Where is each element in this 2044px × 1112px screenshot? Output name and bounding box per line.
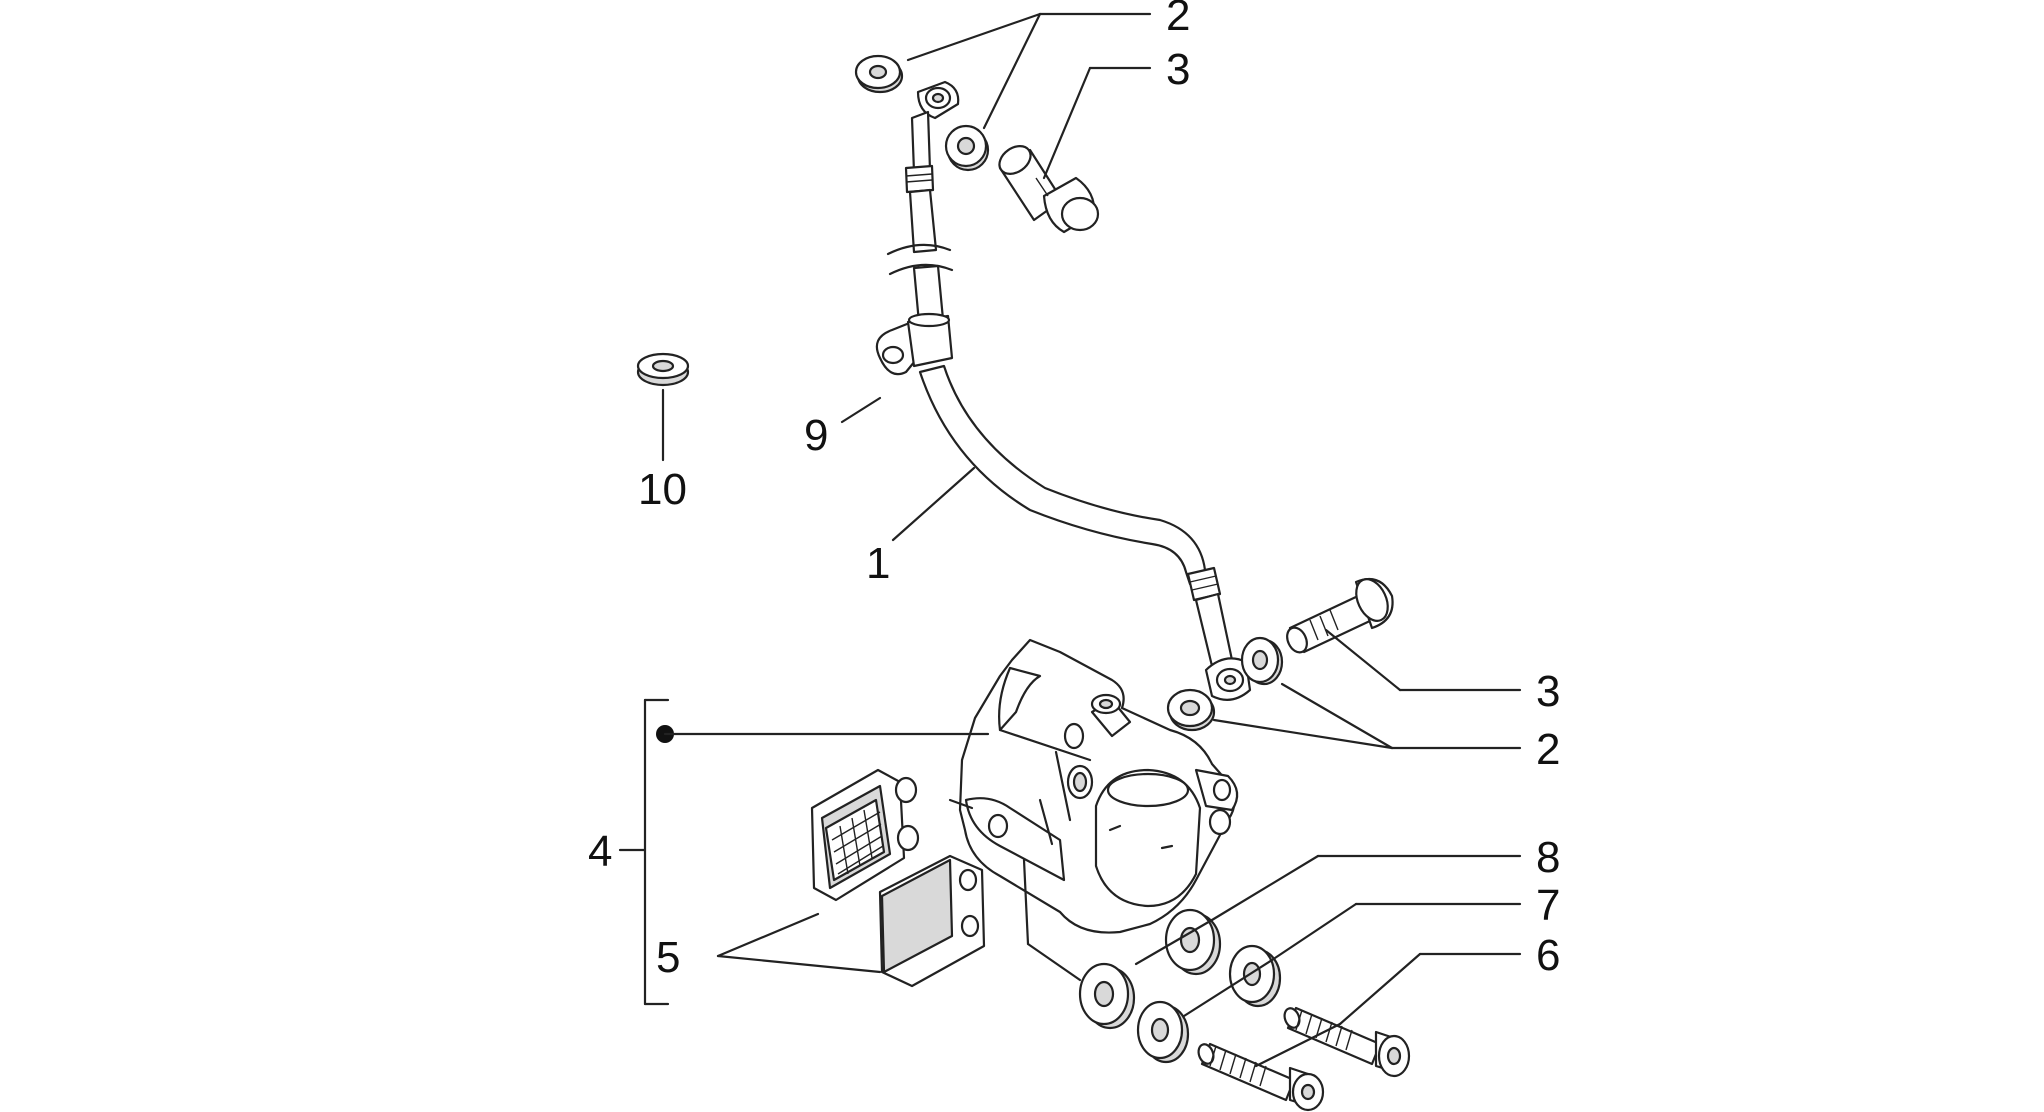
part-5-brake-pad-upper bbox=[810, 768, 920, 902]
part-1-brake-hose bbox=[886, 80, 1252, 701]
part-2-washer-top-left bbox=[854, 54, 904, 94]
part-3-banjo-bolt-top bbox=[998, 145, 1100, 234]
part-2-washer-right-lower bbox=[1166, 688, 1216, 732]
part-3-banjo-bolt-right bbox=[1286, 578, 1394, 654]
callout-3-top: 3 bbox=[1166, 45, 1190, 94]
part-8-washer-lower bbox=[1078, 962, 1136, 1030]
callout-labels: 2 3 9 10 1 3 2 4 5 8 7 6 bbox=[588, 0, 1560, 982]
leader-lines bbox=[618, 12, 1522, 1068]
part-5-brake-pad-lower bbox=[878, 854, 986, 988]
callout-5: 5 bbox=[656, 933, 680, 982]
part-2-washer-right-upper bbox=[1240, 636, 1284, 686]
callout-10: 10 bbox=[638, 465, 687, 514]
part-2-washer-top-right bbox=[944, 124, 990, 172]
part-9-hose-clamp bbox=[875, 312, 954, 376]
part-10-grommet bbox=[636, 352, 690, 387]
part-4-brake-caliper bbox=[948, 638, 1239, 934]
callout-1: 1 bbox=[866, 539, 890, 588]
callout-6: 6 bbox=[1536, 931, 1560, 980]
callout-3-right: 3 bbox=[1536, 667, 1560, 716]
callout-8: 8 bbox=[1536, 833, 1560, 882]
part-6-bolt-upper bbox=[1283, 1006, 1411, 1078]
callout-4: 4 bbox=[588, 827, 612, 876]
callout-2-top: 2 bbox=[1166, 0, 1190, 40]
callout-2-right: 2 bbox=[1536, 725, 1560, 774]
callout-9: 9 bbox=[804, 411, 828, 460]
part-7-washer-lower bbox=[1136, 1000, 1190, 1064]
part-7-washer-upper bbox=[1228, 944, 1282, 1008]
callout-7: 7 bbox=[1536, 881, 1560, 930]
part-6-bolt-lower bbox=[1197, 1042, 1325, 1112]
